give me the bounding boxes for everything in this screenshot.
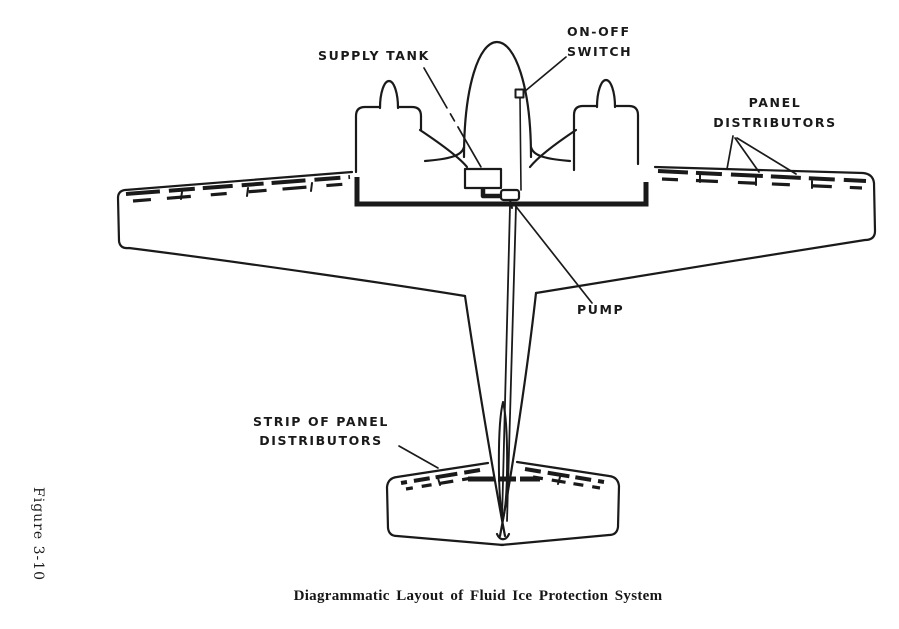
panel-distributors-leader-line-2 [734,137,760,173]
feed-pipe-right [506,205,517,522]
panel-distributors-label-line2: DISTRIBUTORS [713,115,837,130]
left-wing-distributor-strip [125,175,351,196]
pump-label: PUMP [577,302,625,317]
left-wing-outline [116,170,467,298]
on-off-switch-label-line1: ON-OFF [567,24,631,39]
tail-cone [495,532,511,541]
supply-tank-label: SUPPLY TANK [318,48,430,63]
on-off-switch-leader-line [523,56,567,93]
wing-root-leading-edge-right [528,128,578,169]
wing-root-leading-edge-left [418,128,469,169]
tank-to-pump-pipe [480,189,501,199]
right-stabilizer-distributor-strip [524,467,605,484]
panel-distributors-leader-line-3 [736,137,797,175]
panel-distributors-label: PANEL DISTRIBUTORS [700,93,850,133]
left-stabilizer-distributor-strip [400,468,481,485]
on-off-switch-label-line2: SWITCH [567,44,633,59]
right-wing-distributor-strip-row2 [661,177,863,190]
feed-pipe-left [501,205,511,522]
figure-number: Figure 3-10 [30,487,46,582]
left-engine-nacelle [354,105,423,174]
strip-of-panel-distributors-label-line2: DISTRIBUTORS [259,433,383,448]
pump-leader-line [513,203,593,304]
strip-of-panel-distributors-label-line1: STRIP OF PANEL [253,414,389,429]
fuselage-left-side [463,294,507,538]
switch-wire [519,97,522,191]
on-off-switch-label: ON-OFF SWITCH [567,22,632,62]
on-off-switch-symbol [514,88,525,99]
supply-tank-leader-line [423,67,482,168]
nose-flare-left [423,145,466,163]
left-wing-distributor-strip-row2 [132,182,347,203]
left-stabilizer-outline [385,461,505,547]
left-propeller-spinner-icon [378,79,400,110]
vertical-fin-outline [497,401,509,520]
strip-connector-ticks [180,174,813,486]
right-engine-nacelle [572,104,640,172]
panel-distributors-leader-line-1 [726,135,734,170]
strip-of-panel-distributors-label: STRIP OF PANEL DISTRIBUTORS [240,412,402,450]
strip-distributors-leader-line [398,445,439,469]
pump-symbol [499,188,521,202]
figure-caption: Diagrammatic Layout of Fluid Ice Protect… [293,588,663,604]
right-propeller-spinner-icon [595,78,617,109]
supply-tank-symbol [463,167,503,190]
panel-distributors-label-line1: PANEL [748,95,802,110]
right-stabilizer-outline [499,460,621,547]
fuselage-nose-outline [462,40,533,159]
wing-center-section-line [354,177,649,207]
pump-outlet [509,199,513,209]
right-wing-outline [534,165,877,295]
nose-flare-right [529,145,572,163]
right-wing-distributor-strip [657,169,867,183]
